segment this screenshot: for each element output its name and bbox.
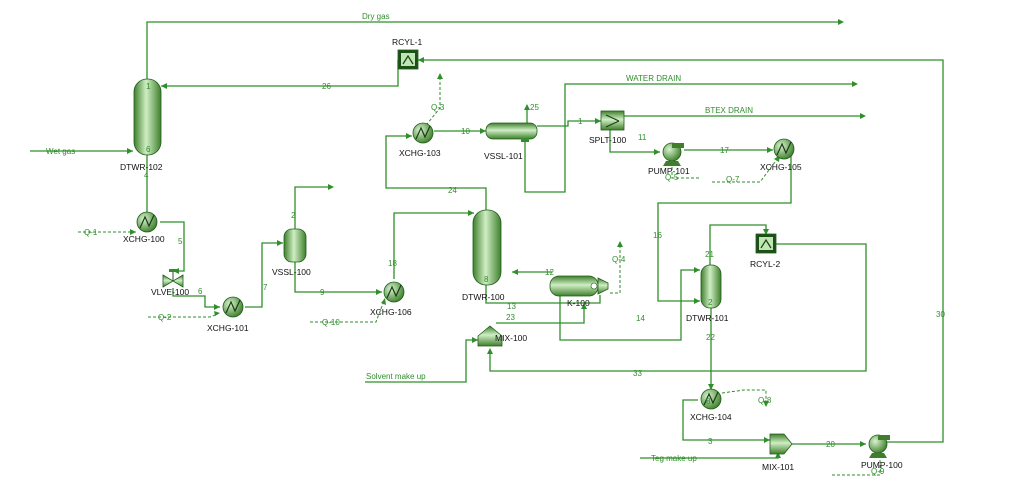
splt-100-splitter[interactable] [600, 110, 625, 131]
vlve-100-valve[interactable] [162, 269, 184, 288]
xchg-103-cooler[interactable] [412, 122, 434, 144]
label-teg-make-up: Teg make up [651, 454, 697, 463]
stream-12: 12 [545, 268, 554, 277]
label-btex-drain: BTEX DRAIN [705, 106, 753, 115]
xchg-105-heater[interactable] [773, 138, 795, 160]
label-xchg-106: XCHG-106 [370, 307, 412, 317]
rcyl-2-recycle[interactable] [755, 233, 777, 254]
dtwr-102-column[interactable]: 1 6 [133, 78, 162, 156]
stream-22: 22 [706, 333, 715, 342]
stream-9: 9 [320, 288, 325, 297]
stream-25: 25 [530, 103, 539, 112]
label-water-drain: WATER DRAIN [626, 74, 681, 83]
energy-q-2: Q-2 [158, 313, 172, 322]
label-pump-101: PUMP-101 [648, 166, 690, 176]
label-dry-gas: Dry gas [362, 12, 390, 21]
energy-q-3: Q-3 [431, 103, 445, 112]
label-vlve-100: VLVE-100 [151, 287, 189, 297]
stream-10: 10 [461, 127, 470, 136]
stream-24: 24 [448, 186, 457, 195]
stream-17: 17 [720, 146, 729, 155]
dtwr-100-column[interactable]: 8 [472, 209, 502, 286]
energy-q-7: Q-7 [726, 175, 740, 184]
label-mix-101: MIX-101 [762, 462, 794, 472]
label-vssl-101: VSSL-101 [484, 151, 523, 161]
stream-21: 21 [705, 250, 714, 259]
label-dtwr-101: DTWR-101 [686, 313, 729, 323]
stream-11: 11 [638, 133, 647, 142]
stream-labels: Dry gas Wet gas WATER DRAIN BTEX DRAIN S… [46, 12, 945, 463]
svg-text:1: 1 [146, 82, 151, 91]
stream-2: 2 [291, 211, 296, 220]
label-solvent-make-up: Solvent make up [366, 372, 426, 381]
label-xchg-101: XCHG-101 [207, 323, 249, 333]
stream-18: 18 [388, 259, 397, 268]
xchg-104-cooler[interactable] [700, 388, 722, 410]
vssl-100-separator[interactable] [283, 228, 307, 263]
stream-6: 6 [198, 287, 203, 296]
vssl-101-three-phase-separator[interactable] [485, 122, 538, 142]
stream-23: 23 [506, 313, 515, 322]
pump-100-pump[interactable] [868, 434, 890, 458]
label-wet-gas: Wet gas [46, 147, 75, 156]
xchg-106-heater[interactable] [383, 281, 405, 303]
stream-30: 30 [936, 310, 945, 319]
label-xchg-100: XCHG-100 [123, 234, 165, 244]
stream-5: 5 [178, 237, 183, 246]
energy-q-10: Q-10 [322, 318, 340, 327]
mix-100-mixer[interactable] [477, 325, 503, 347]
energy-q-9: Q-9 [871, 467, 885, 476]
label-dtwr-102: DTWR-102 [120, 162, 163, 172]
label-dtwr-100: DTWR-100 [462, 292, 505, 302]
energy-q-8: Q-8 [758, 396, 772, 405]
stream-3: 3 [708, 437, 713, 446]
energy-labels: Q-1 Q-2 Q-3 Q-4 Q-5 Q-7 Q-8 Q-9 Q-10 [84, 103, 885, 476]
xchg-101-heater[interactable] [222, 296, 244, 318]
stream-33: 33 [633, 369, 642, 378]
energy-q-5: Q-5 [665, 173, 679, 182]
stream-13: 13 [507, 302, 516, 311]
mix-101-mixer[interactable] [769, 433, 793, 455]
label-vssl-100: VSSL-100 [272, 267, 311, 277]
dtwr-101-column[interactable]: 2 [700, 264, 722, 309]
svg-text:8: 8 [484, 275, 489, 284]
stream-7: 7 [263, 283, 268, 292]
label-xchg-105: XCHG-105 [760, 162, 802, 172]
label-splt-100: SPLT-100 [589, 135, 626, 145]
label-k-100: K-100 [567, 298, 590, 308]
svg-text:6: 6 [146, 145, 151, 154]
svg-text:2: 2 [708, 298, 713, 307]
rcyl-1-recycle[interactable] [397, 49, 419, 70]
stream-8: 8 [706, 397, 711, 406]
stream-4: 4 [144, 171, 149, 180]
k-100-reboiler[interactable] [549, 275, 609, 297]
stream-20: 20 [826, 440, 835, 449]
xchg-100-heater[interactable] [136, 211, 158, 233]
label-rcyl-1: RCYL-1 [392, 37, 423, 47]
stream-lines [30, 19, 944, 459]
stream-16: 16 [653, 231, 662, 240]
label-mix-100: MIX-100 [495, 333, 527, 343]
label-pump-100: PUMP-100 [861, 460, 903, 470]
energy-q-4: Q-4 [612, 255, 626, 264]
stream-26: 26 [322, 82, 331, 91]
pump-101-pump[interactable] [662, 142, 684, 166]
equipment-labels: DTWR-102 XCHG-100 VLVE-100 XCHG-101 VSSL… [120, 37, 903, 472]
label-xchg-104: XCHG-104 [690, 412, 732, 422]
stream-14: 14 [636, 314, 645, 323]
label-xchg-103: XCHG-103 [399, 148, 441, 158]
energy-q-1: Q-1 [84, 228, 98, 237]
label-rcyl-2: RCYL-2 [750, 259, 781, 269]
stream-1: 1 [578, 117, 583, 126]
